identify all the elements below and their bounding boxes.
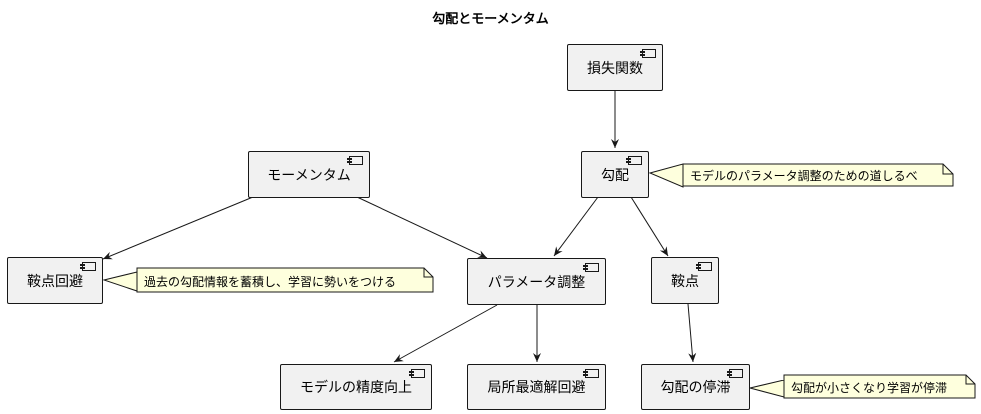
component-icon — [640, 49, 656, 58]
note-gradient-fold — [942, 164, 953, 175]
edge-gradient-to-saddle — [630, 196, 669, 257]
node-label: モデルの精度向上 — [300, 380, 412, 396]
node-label: 鞍点 — [671, 273, 699, 290]
node-momentum[interactable]: モーメンタム — [248, 151, 370, 198]
edge-momentum-to-param-update — [356, 196, 488, 259]
component-icon — [80, 262, 96, 271]
component-icon — [347, 156, 363, 165]
node-local-min-avoid[interactable]: 局所最適解回避 — [467, 364, 606, 410]
node-label: モーメンタム — [267, 167, 351, 184]
node-loss-function[interactable]: 損失関数 — [567, 44, 663, 91]
component-icon — [727, 369, 743, 378]
edge-saddle-to-stagnation — [687, 303, 697, 363]
node-label: 勾配 — [601, 167, 629, 184]
node-saddle[interactable]: 鞍点 — [651, 257, 719, 304]
node-accuracy[interactable]: モデルの精度向上 — [280, 364, 432, 410]
note-stagnation-fold — [965, 375, 975, 385]
component-icon — [626, 156, 642, 165]
edge-gradient-to-param-update — [553, 196, 599, 257]
note-momentum-shape — [102, 267, 434, 293]
node-label: パラメータ調整 — [487, 274, 586, 291]
note-stagnation-text: 勾配が小さくなり学習が停滞 — [791, 381, 948, 395]
component-icon — [696, 262, 712, 271]
edge-param-update-to-accuracy — [393, 304, 498, 363]
diagram-title: 勾配とモーメンタム — [432, 12, 549, 27]
note-momentum-text: 過去の勾配情報を蓄積し、学習に勢いをつける — [144, 275, 397, 289]
node-label: 勾配の停滞 — [660, 380, 731, 396]
node-stagnation[interactable]: 勾配の停滞 — [641, 364, 750, 410]
note-gradient-shape — [648, 163, 954, 188]
node-label: 鞍点回避 — [27, 273, 83, 290]
component-icon — [583, 263, 599, 272]
node-saddle-avoid[interactable]: 鞍点回避 — [7, 257, 103, 304]
note-gradient-text: モデルのパラメータ調整のための道しるべ — [690, 169, 918, 183]
edge-momentum-to-saddle-avoid — [102, 196, 254, 260]
node-param-update[interactable]: パラメータ調整 — [467, 258, 606, 305]
node-label: 損失関数 — [587, 60, 643, 77]
component-icon — [409, 369, 425, 378]
node-label: 局所最適解回避 — [487, 380, 586, 396]
component-icon — [583, 369, 599, 378]
note-stagnation-shape — [749, 374, 976, 399]
node-gradient[interactable]: 勾配 — [581, 151, 649, 198]
note-momentum-fold — [423, 268, 433, 278]
